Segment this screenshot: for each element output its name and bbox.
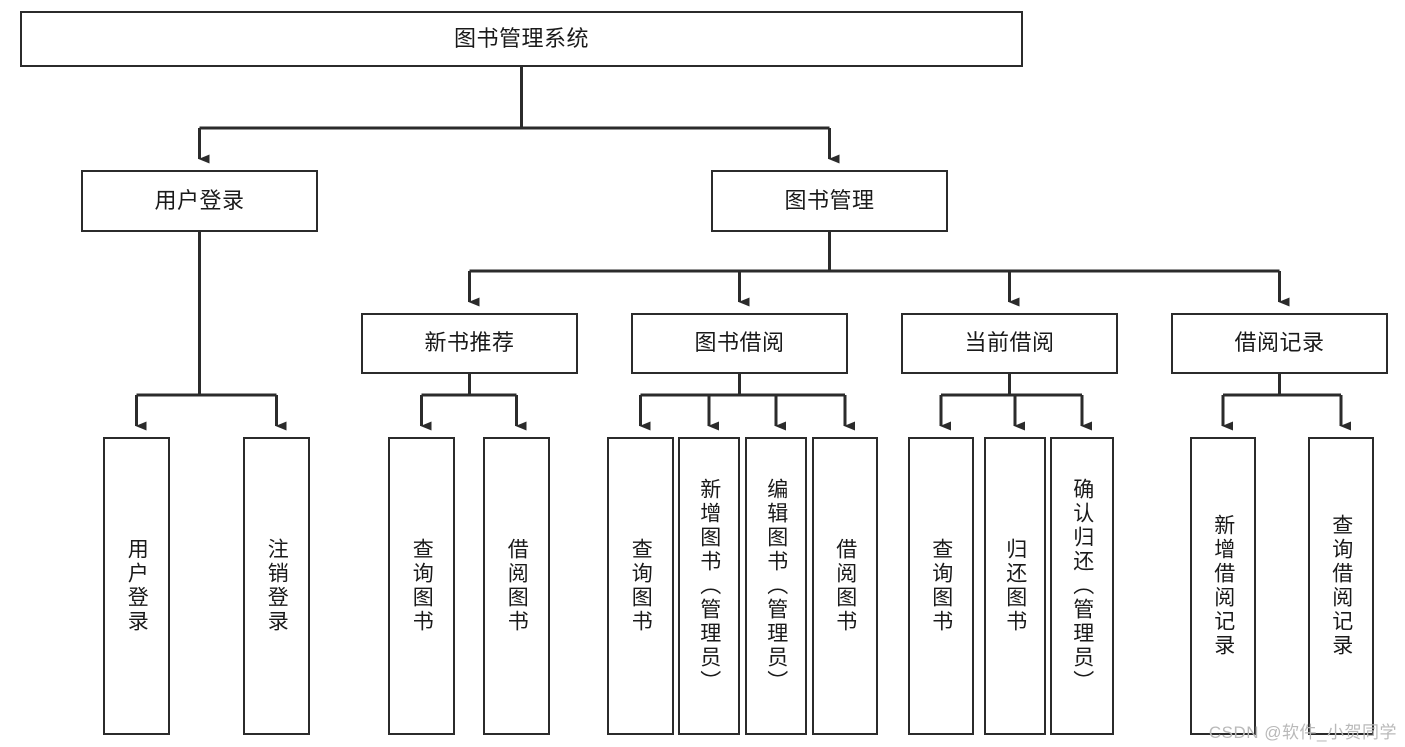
node-root[interactable]: 图书管理系统 xyxy=(20,11,1023,67)
node-leaf-bo-edit[interactable]: 编辑图书（管理员） xyxy=(745,437,807,735)
node-login[interactable]: 用户登录 xyxy=(81,170,318,232)
node-leaf-bo-add[interactable]: 新增图书（管理员） xyxy=(678,437,740,735)
node-leaf-re-add[interactable]: 新增借阅记录 xyxy=(1190,437,1256,735)
node-label: 注销登录 xyxy=(265,538,289,634)
node-label: 当前借阅 xyxy=(964,330,1055,356)
node-label: 图书借阅 xyxy=(694,330,785,356)
node-bookmgmt[interactable]: 图书管理 xyxy=(711,170,948,232)
node-label: 借阅图书 xyxy=(833,538,857,634)
node-label: 用户登录 xyxy=(125,538,149,634)
node-leaf-cu-query[interactable]: 查询图书 xyxy=(908,437,974,735)
node-label: 借阅图书 xyxy=(505,538,529,634)
node-label: 查询图书 xyxy=(629,538,653,634)
node-leaf-re-query[interactable]: 查询借阅记录 xyxy=(1308,437,1374,735)
node-leaf-bo-lend[interactable]: 借阅图书 xyxy=(812,437,878,735)
node-label: 借阅记录 xyxy=(1234,330,1325,356)
node-leaf-login[interactable]: 用户登录 xyxy=(103,437,170,735)
node-label: 图书管理 xyxy=(784,187,875,213)
watermark-label: CSDN @软件_小贺同学 xyxy=(1208,723,1397,742)
node-label: 新增图书（管理员） xyxy=(697,478,721,694)
node-label: 查询图书 xyxy=(410,538,434,634)
node-leaf-bo-query[interactable]: 查询图书 xyxy=(607,437,674,735)
node-records[interactable]: 借阅记录 xyxy=(1171,313,1388,374)
node-label: 编辑图书（管理员） xyxy=(764,478,788,694)
node-label: 用户登录 xyxy=(154,187,245,213)
node-borrow[interactable]: 图书借阅 xyxy=(631,313,848,374)
node-label: 归还图书 xyxy=(1003,538,1027,634)
node-label: 图书管理系统 xyxy=(453,25,589,51)
node-leaf-logout[interactable]: 注销登录 xyxy=(243,437,310,735)
node-label: 查询图书 xyxy=(929,538,953,634)
node-leaf-cu-return[interactable]: 归还图书 xyxy=(984,437,1046,735)
node-leaf-nb-borrow[interactable]: 借阅图书 xyxy=(483,437,550,735)
node-current[interactable]: 当前借阅 xyxy=(901,313,1118,374)
node-label: 新增借阅记录 xyxy=(1211,514,1235,658)
node-leaf-cu-confirm[interactable]: 确认归还（管理员） xyxy=(1050,437,1114,735)
node-leaf-nb-query[interactable]: 查询图书 xyxy=(388,437,455,735)
node-label: 查询借阅记录 xyxy=(1329,514,1353,658)
node-label: 新书推荐 xyxy=(424,330,515,356)
node-newbook[interactable]: 新书推荐 xyxy=(361,313,578,374)
node-label: 确认归还（管理员） xyxy=(1070,478,1094,694)
